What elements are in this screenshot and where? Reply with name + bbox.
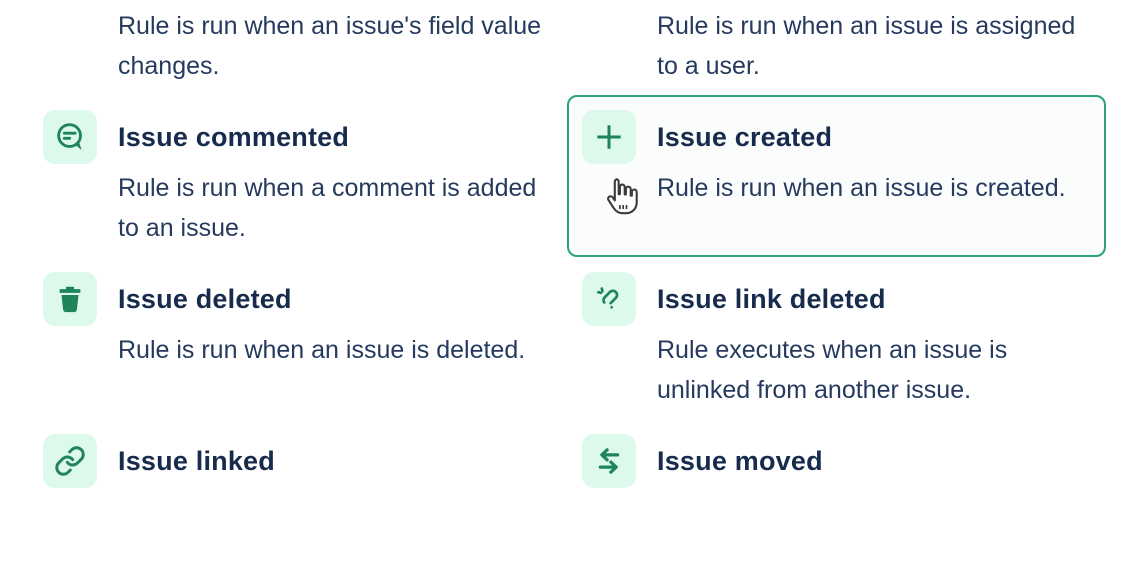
trigger-description: Rule is run when an issue is deleted. bbox=[118, 336, 526, 364]
trigger-title: Issue moved bbox=[657, 445, 823, 476]
trigger-card-issue-linked[interactable]: Issue linked bbox=[28, 419, 567, 581]
trigger-card-issue-created[interactable]: Issue created Rule is run when an issue … bbox=[567, 95, 1106, 257]
trigger-card-issue-commented[interactable]: Issue commented Rule is run when a comme… bbox=[28, 95, 567, 257]
trigger-card-issue-moved[interactable]: Issue moved bbox=[567, 419, 1106, 581]
trigger-title: Issue commented bbox=[118, 121, 350, 152]
trigger-card-issue-link-deleted[interactable]: Issue link deleted Rule executes when an… bbox=[567, 257, 1106, 419]
comment-bubble-icon bbox=[43, 110, 97, 164]
trigger-description: Rule is run when a comment is added to a… bbox=[118, 174, 537, 242]
broken-link-icon bbox=[582, 272, 636, 326]
chain-link-icon bbox=[43, 434, 97, 488]
trigger-card-issue-assigned[interactable]: Rule is run when an issue is assigned to… bbox=[567, 0, 1106, 95]
trigger-title: Issue link deleted bbox=[657, 283, 886, 314]
trigger-card-field-value-changed[interactable]: Rule is run when an issue's field value … bbox=[28, 0, 567, 95]
trigger-card-issue-deleted[interactable]: Issue deleted Rule is run when an issue … bbox=[28, 257, 567, 419]
trigger-description: Rule is run when an issue is assigned to… bbox=[657, 12, 1076, 80]
trigger-description: Rule is run when an issue's field value … bbox=[118, 12, 542, 80]
plus-icon bbox=[582, 110, 636, 164]
trigger-description: Rule is run when an issue is created. bbox=[657, 174, 1066, 202]
trigger-title: Issue created bbox=[657, 121, 833, 152]
swap-arrows-icon bbox=[582, 434, 636, 488]
trigger-title: Issue linked bbox=[118, 445, 275, 476]
trigger-description: Rule executes when an issue is unlinked … bbox=[657, 336, 1008, 404]
trash-icon bbox=[43, 272, 97, 326]
trigger-title: Issue deleted bbox=[118, 283, 292, 314]
trigger-list: Rule is run when an issue's field value … bbox=[28, 0, 1106, 581]
